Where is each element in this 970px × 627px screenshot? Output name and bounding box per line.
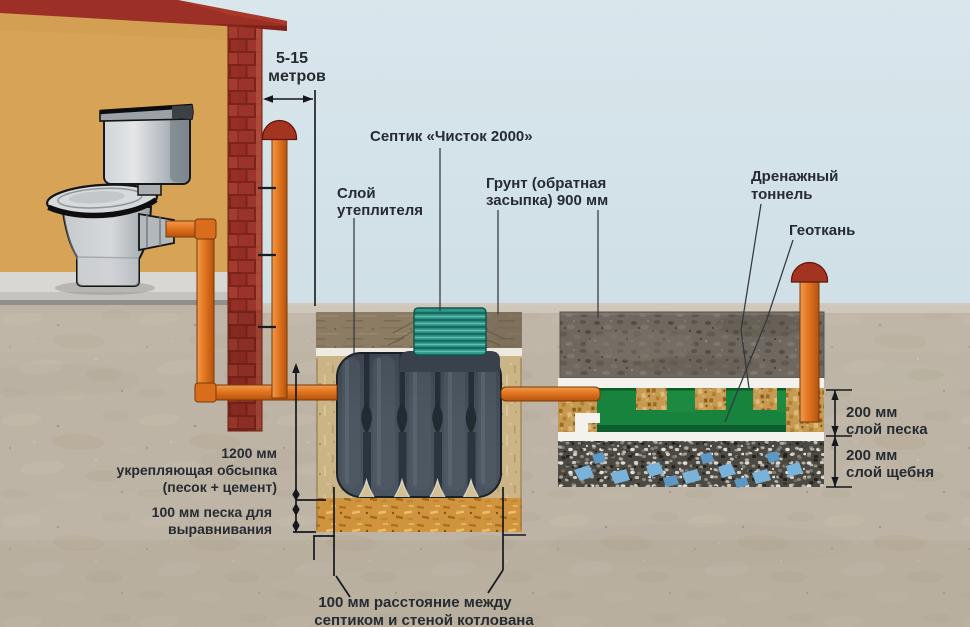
svg-text:утеплителя: утеплителя <box>337 202 423 219</box>
svg-text:Грунт (обратная: Грунт (обратная <box>486 175 606 192</box>
svg-text:Септик «Чисток 2000»: Септик «Чисток 2000» <box>370 128 533 145</box>
svg-text:септиком и стеной котлована: септиком и стеной котлована <box>314 612 534 627</box>
svg-text:слой щебня: слой щебня <box>846 464 934 481</box>
svg-text:слой песка: слой песка <box>846 421 928 438</box>
svg-text:100 мм песка для: 100 мм песка для <box>152 504 272 520</box>
svg-text:засыпка) 900 мм: засыпка) 900 мм <box>486 192 608 209</box>
svg-text:тоннель: тоннель <box>751 186 813 203</box>
svg-text:Геоткань: Геоткань <box>789 222 855 239</box>
svg-text:Слой: Слой <box>337 185 376 202</box>
svg-text:Дренажный: Дренажный <box>751 168 838 185</box>
svg-text:выравнивания: выравнивания <box>168 521 272 537</box>
svg-text:100 мм расстояние между: 100 мм расстояние между <box>318 594 512 611</box>
svg-text:200 мм: 200 мм <box>846 404 897 421</box>
svg-text:200 мм: 200 мм <box>846 447 897 464</box>
svg-text:5-15: 5-15 <box>276 50 308 67</box>
svg-text:укрепляющая обсыпка: укрепляющая обсыпка <box>117 462 278 478</box>
svg-text:1200 мм: 1200 мм <box>221 445 277 461</box>
svg-text:метров: метров <box>268 68 326 85</box>
svg-text:(песок + цемент): (песок + цемент) <box>163 479 277 495</box>
